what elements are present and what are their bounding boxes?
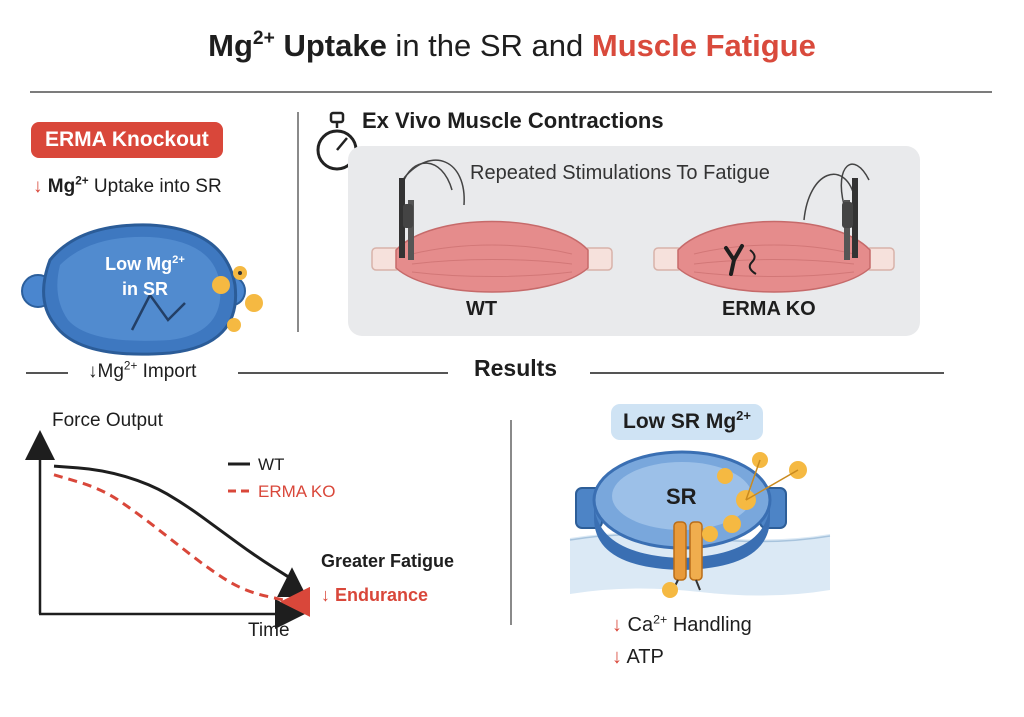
wt-label: WT [466,298,498,320]
wt-muscle [371,159,613,293]
legend-ko-label: ERMA KO [258,482,335,501]
ex-vivo-heading: Ex Vivo Muscle Contractions [362,108,664,133]
mg-import-text: ↓Mg2+ Import [88,359,197,382]
sr-label: SR [666,484,697,509]
ca-handling-effect: ↓ Ca2+ Handling [612,612,752,636]
sr-organelle-left [21,223,263,356]
erma-ko-label: ERMA KO [722,298,816,320]
series-line-erma-ko [53,473,304,613]
chart-ylabel: Force Output [52,410,163,431]
results-heading: Results [474,355,558,381]
legend-wt-label: WT [258,455,284,474]
low-sr-mg-badge: Low SR Mg2+ [611,404,763,440]
series-line-wt [53,464,303,586]
page-title: Mg2+ Uptake in the SR and Muscle Fatigue [208,28,816,63]
stimulation-subtitle: Repeated Stimulations To Fatigue [470,162,770,184]
results-line-right [590,372,944,374]
annotation-endurance: ↓ Endurance [321,585,428,605]
sr-low-mg-label: Low Mg2+ in SR [105,254,185,299]
import-line-left [26,372,68,374]
top-vertical-divider [297,112,299,332]
sr-organelle-right [569,450,831,598]
uptake-text: ↓ Mg2+ Uptake into SR [33,174,222,197]
atp-effect: ↓ ATP [612,646,664,668]
bottom-vertical-divider [510,420,512,625]
title-divider [30,91,992,93]
ko-muscle [653,163,895,293]
erma-knockout-badge: ERMA Knockout [31,122,223,158]
annotation-greater-fatigue: Greater Fatigue [321,551,454,571]
results-line-left [238,372,448,374]
